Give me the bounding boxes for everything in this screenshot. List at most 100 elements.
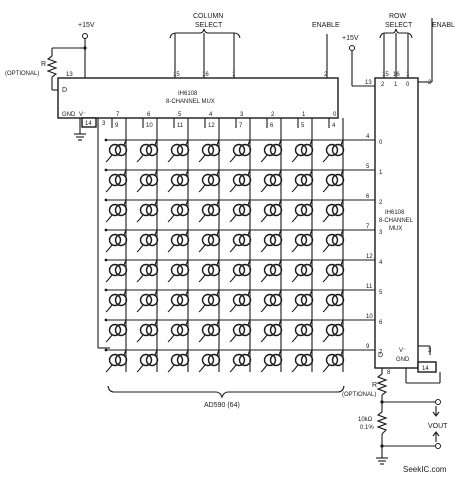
right-mux-body: [374, 77, 419, 369]
left-optional-label: (OPTIONAL): [5, 71, 39, 77]
sensor-cell: [229, 259, 252, 283]
sensor-cell: [260, 259, 283, 283]
left-mux-channel-5: 2: [271, 112, 275, 118]
sensor-cell: [105, 259, 128, 283]
sensor-cell: [322, 229, 345, 253]
left-mux-channel-7: 0: [333, 112, 337, 118]
row-select: ROW SELECT: [379, 13, 413, 78]
right-mux-pin-1: 5: [366, 164, 370, 170]
right-supply-label: +15V: [342, 35, 359, 42]
left-mux-body: [57, 77, 339, 119]
optional-resistor-note: (OPTIONAL): [342, 392, 376, 398]
left-mux-channel-4: 3: [240, 112, 244, 118]
sensor-cell: [198, 259, 221, 283]
sensor-cell: [167, 229, 190, 253]
left-mux-pin-13: 13: [66, 72, 73, 78]
load-resistor-tolerance: 0.1%: [360, 425, 374, 431]
sensor-cell: [260, 199, 283, 223]
sensor-cell: [198, 319, 221, 343]
left-mux-pin-14: 14: [85, 121, 92, 127]
left-mux-pin-15: 15: [173, 72, 180, 78]
left-mux-pin-1: 10: [146, 123, 153, 129]
right-mux-pin-7: 9: [366, 344, 370, 350]
output-network: R (OPTIONAL) 10kΩ 0.1% VOUT: [342, 368, 448, 465]
sensor-cell: [291, 289, 314, 313]
column-select-label-2: SELECT: [195, 22, 223, 29]
right-mux-pin-13: 13: [365, 80, 372, 86]
enable-right: ENABL: [431, 18, 455, 78]
vout-terminal-top: [435, 399, 441, 405]
right-mux-pin-1: 1: [406, 72, 410, 78]
sensor-cell: [322, 289, 345, 313]
sensor-cell: [105, 169, 128, 193]
sensor-cell: [260, 289, 283, 313]
right-mux-pin-14: 14: [422, 366, 429, 372]
right-mux-pin-8: 8: [387, 370, 391, 376]
watermark: SeekIC.com: [403, 465, 447, 474]
right-mux: 13 15 16 1 2 2 1 0 IH6108 8-CHANNEL MUX …: [104, 72, 441, 384]
sensor-cell: [229, 349, 252, 373]
left-mux-title: IH6108: [178, 91, 198, 97]
sensor-cell: [136, 259, 159, 283]
left-mux-pin-d: D: [62, 87, 67, 94]
sensor-cell: [167, 259, 190, 283]
left-mux-pin-1: 1: [232, 72, 236, 78]
left-mux-channel-6: 1: [302, 112, 306, 118]
sensor-cell: [260, 319, 283, 343]
vout-label: VOUT: [428, 423, 448, 430]
left-mux-pin-4: 7: [239, 123, 243, 129]
sensor-cell: [260, 139, 283, 163]
sensor-cell: [136, 139, 159, 163]
left-mux-pin-0: 9: [115, 123, 119, 129]
left-supply-terminal: [82, 33, 88, 39]
sensor-cell: [105, 139, 128, 163]
vout-terminal-bottom: [435, 443, 441, 449]
right-mux-channel-3: 3: [379, 230, 383, 236]
load-resistor-value: 10kΩ: [358, 417, 373, 423]
right-mux-channel-5: 5: [379, 290, 383, 296]
sensor-cell: [322, 319, 345, 343]
right-mux-pin-2: 2: [428, 80, 432, 86]
sensor-cell: [322, 169, 345, 193]
left-mux-pin-3: 12: [208, 123, 215, 129]
sensor-cell: [167, 319, 190, 343]
sensor-cell: [198, 199, 221, 223]
right-mux-channel-2: 2: [379, 200, 383, 206]
sensor-cell: [136, 289, 159, 313]
sensor-cell: [198, 289, 221, 313]
left-mux: 13 15 16 1 2 D IH6108 8-CHANNEL MUX GND …: [57, 72, 344, 372]
left-resistor-label: R: [41, 61, 46, 68]
enable-right-label: ENABL: [432, 22, 455, 29]
optional-resistor-label: R: [372, 382, 377, 389]
sensor-cell: [229, 229, 252, 253]
column-select: COLUMN SELECT: [169, 13, 241, 78]
sensor-cell: [322, 139, 345, 163]
column-select-label-1: COLUMN: [193, 13, 223, 20]
sensor-cell: [167, 349, 190, 373]
left-mux-channel-2: 5: [178, 112, 182, 118]
sensor-cell: [260, 229, 283, 253]
right-supply-terminal: [349, 45, 355, 51]
right-mux-sel-1: 1: [394, 82, 398, 88]
right-mux-channel-1: 1: [379, 170, 383, 176]
right-mux-pin-6: 10: [366, 314, 373, 320]
enable-left: ENABLE: [312, 22, 340, 78]
sensor-cell: [229, 289, 252, 313]
sensor-cell: [198, 169, 221, 193]
right-mux-pin-5: 11: [366, 284, 373, 290]
left-mux-pin-3: 3: [102, 121, 106, 127]
right-supply: +15V: [342, 35, 375, 87]
optional-resistor: [376, 373, 388, 396]
sensor-cell: [322, 259, 345, 283]
left-mux-pin-2: 11: [177, 123, 184, 129]
left-mux-pin-7: 4: [332, 123, 336, 129]
left-mux-pin-5: 6: [270, 123, 274, 129]
sensor-cell: [198, 229, 221, 253]
row-select-label-1: ROW: [389, 13, 407, 20]
left-mux-channel-1: 6: [147, 112, 151, 118]
sensor-cell: [229, 139, 252, 163]
right-mux-pin-4: 12: [366, 254, 373, 260]
left-supply-label: +15V: [78, 22, 95, 29]
array-label: AD590 (64): [204, 402, 240, 409]
